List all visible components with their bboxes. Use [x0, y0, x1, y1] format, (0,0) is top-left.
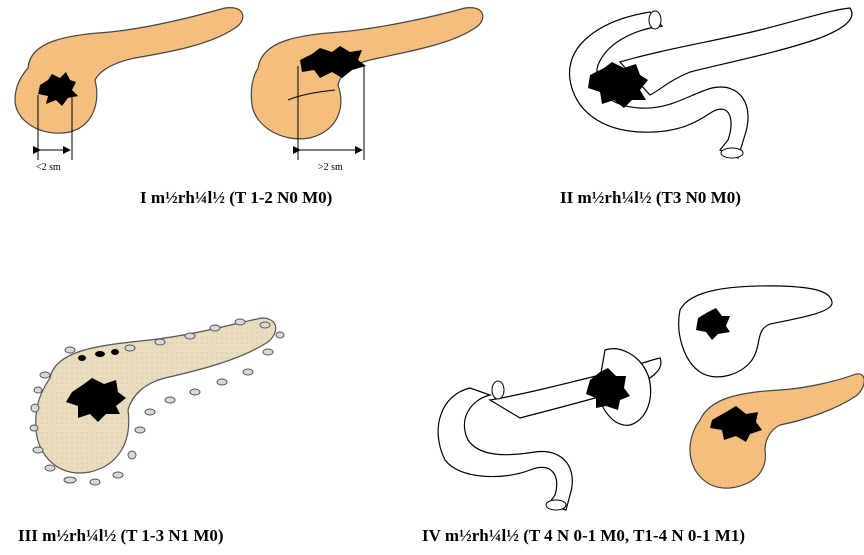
panel-1b-pancreas: [251, 8, 483, 160]
pancreas-shape-2: [251, 8, 483, 139]
pancreas-shape: [15, 8, 243, 134]
caption-stage-4: IV m½rh¼l½ (T 4 N 0-1 M0, T1-4 N 0-1 M1): [422, 526, 745, 546]
measure-label-large: >2 sm: [318, 162, 343, 173]
caption-stage-1: I m½rh¼l½ (T 1-2 N0 M0): [140, 188, 332, 208]
caption-stage-3: III m½rh¼l½ (T 1-3 N1 M0): [18, 526, 224, 546]
panel-1-pancreas: [15, 8, 243, 160]
liver-shape: [679, 286, 832, 377]
panel-4-liver: [679, 286, 832, 377]
pancreas-shape-4: [690, 374, 864, 488]
panel-4-duodenum: [438, 349, 661, 510]
measure-label-small: <2 sm: [36, 162, 61, 173]
panel-2-duodenum: [570, 8, 852, 158]
panel-4-pancreas: [690, 374, 864, 488]
caption-stage-2: II m½rh¼l½ (T3 N0 M0): [560, 188, 741, 208]
panel-3-pancreas: [30, 318, 284, 485]
